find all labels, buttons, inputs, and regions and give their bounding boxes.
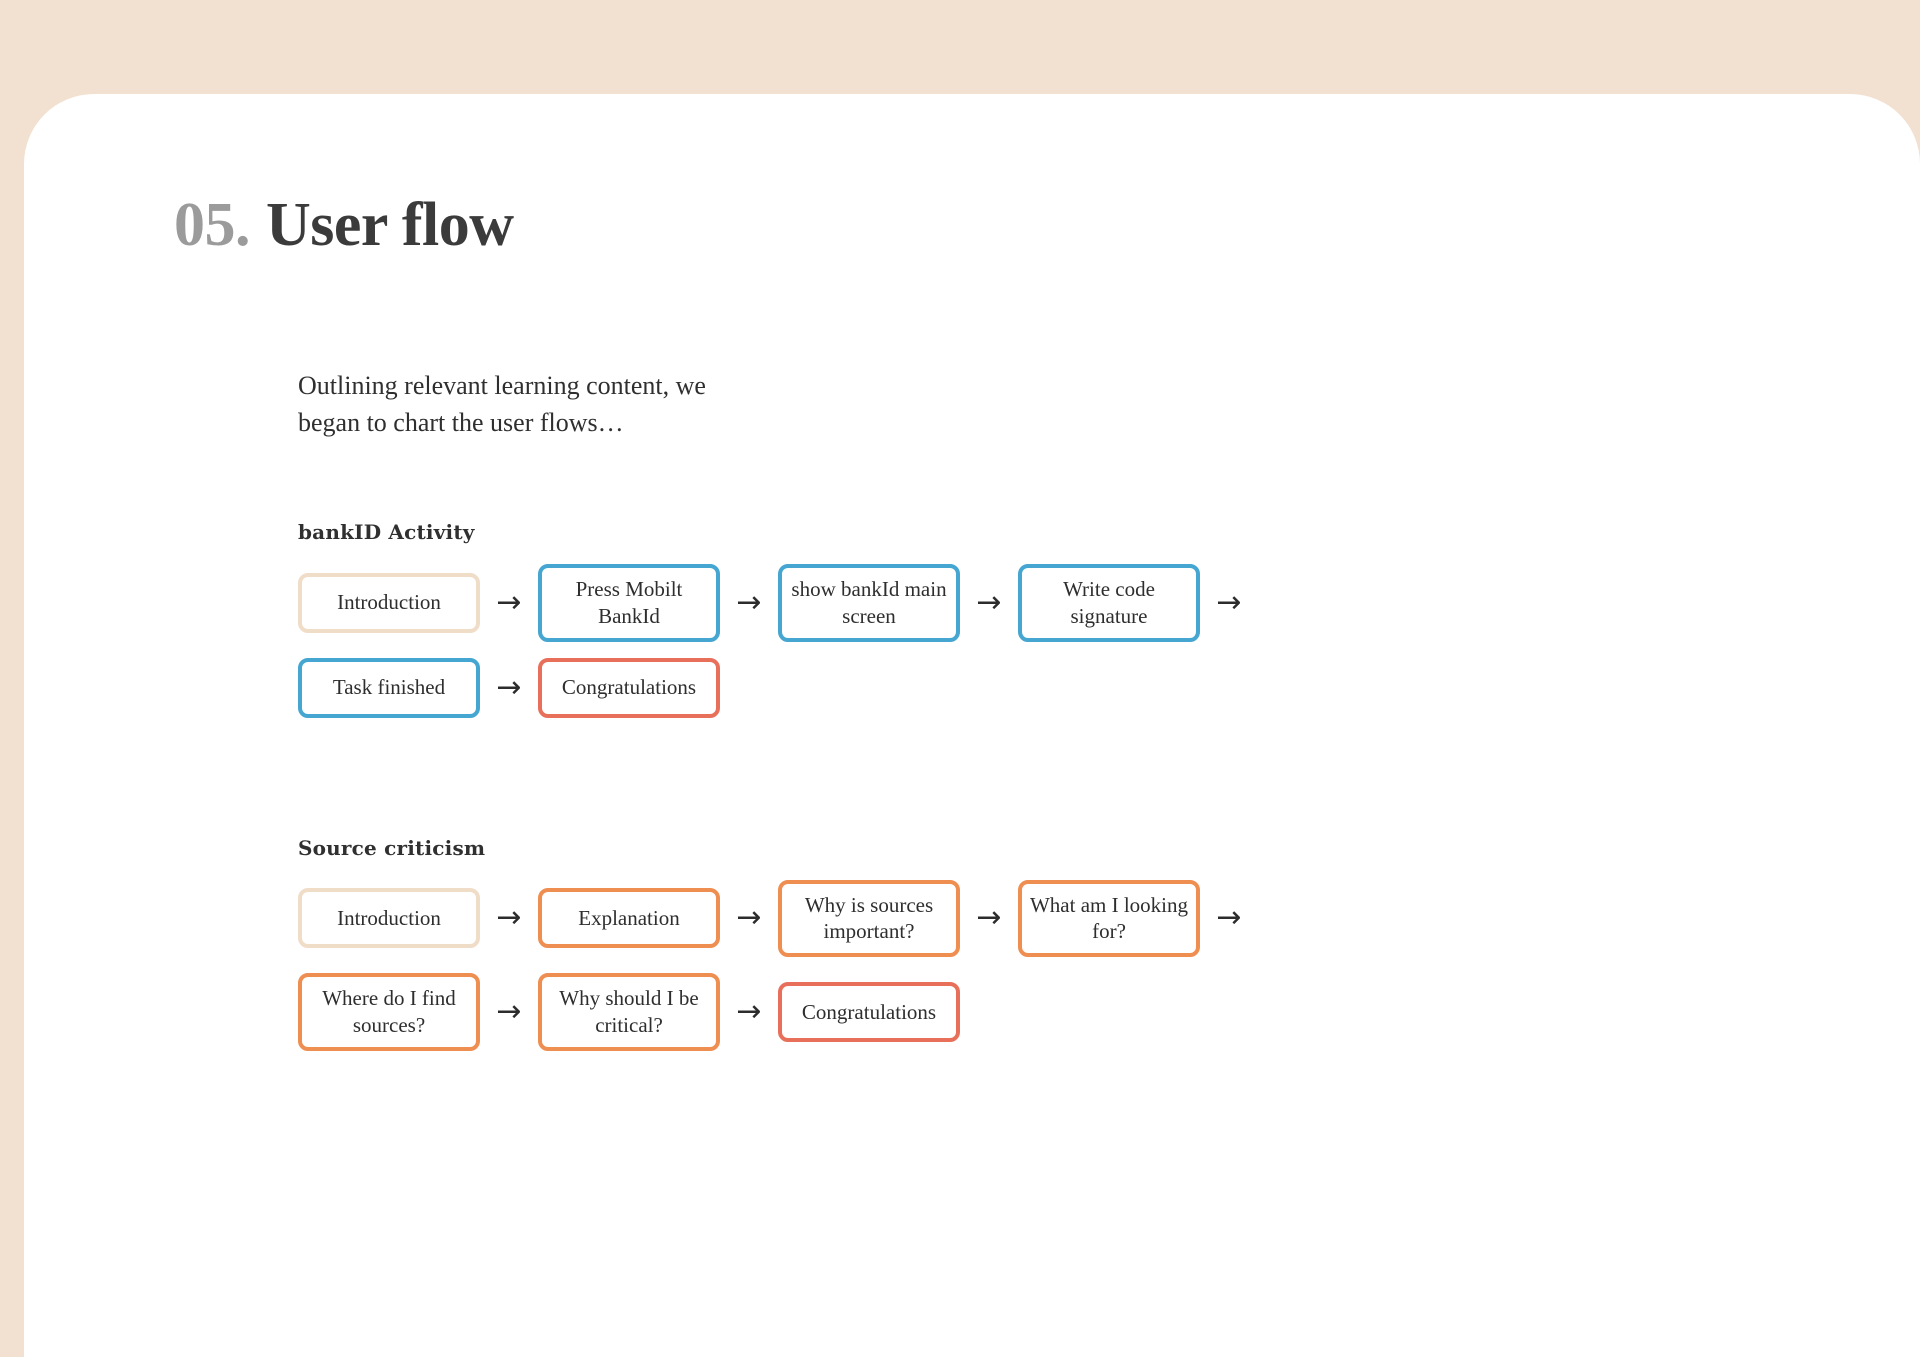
arrow-right-icon: → — [736, 994, 762, 1030]
arrow-right-icon: → — [736, 900, 762, 936]
flow-node[interactable]: Congratulations — [538, 657, 720, 718]
arrow-right-icon: → — [976, 584, 1002, 620]
flow-node[interactable]: show bankId main screen — [778, 563, 960, 642]
flow-node[interactable]: Task finished — [298, 657, 480, 718]
arrow-right-icon: → — [496, 994, 522, 1030]
flow-section-label: Source criticism — [298, 835, 486, 860]
arrow-right-icon: → — [496, 669, 522, 705]
arrow-right-icon: → — [1216, 900, 1242, 936]
flow-node[interactable]: Where do I find sources? — [298, 973, 480, 1052]
page-title-number: 05. — [174, 191, 251, 259]
arrow-right-icon: → — [1216, 584, 1242, 620]
flow-node[interactable]: What am I looking for? — [1018, 879, 1200, 958]
flow-node[interactable]: Congratulations — [778, 982, 960, 1043]
flow-node[interactable]: Press Mobilt BankId — [538, 563, 720, 642]
arrow-right-icon: → — [496, 584, 522, 620]
slide-content: 05. User flow Outlining relevant learnin… — [174, 194, 1880, 1067]
flow-row: Task finished → Congratulations — [298, 657, 1880, 718]
flow-row: Introduction → Explanation → Why is sources … — [298, 879, 1880, 958]
page-title: 05. User flow — [174, 194, 1880, 256]
flow-row: Where do I find sources? → Why should I be… — [298, 973, 1880, 1052]
flow-node[interactable]: Introduction — [298, 572, 480, 633]
white-content-card: 05. User flow Outlining relevant learnin… — [24, 94, 1920, 1357]
intro-line-1: Outlining relevant learning content, we — [298, 371, 706, 400]
flow-node[interactable]: Why is sources important? — [778, 879, 960, 958]
arrow-right-icon: → — [496, 900, 522, 936]
flow-node[interactable]: Write code signature — [1018, 563, 1200, 642]
flow-node[interactable]: Explanation — [538, 888, 720, 949]
arrow-right-icon: → — [736, 584, 762, 620]
flow-row: Introduction → Press Mobilt BankId → show ba… — [298, 563, 1880, 642]
intro-paragraph: Outlining relevant learning content, we … — [298, 368, 858, 442]
flow-node[interactable]: Why should I be critical? — [538, 973, 720, 1052]
flow-section-label: bankID Activity — [298, 519, 475, 544]
arrow-right-icon: → — [976, 900, 1002, 936]
flow-node[interactable]: Introduction — [298, 888, 480, 949]
page-title-text: User flow — [266, 191, 514, 259]
intro-line-2: began to chart the user flows… — [298, 407, 624, 437]
